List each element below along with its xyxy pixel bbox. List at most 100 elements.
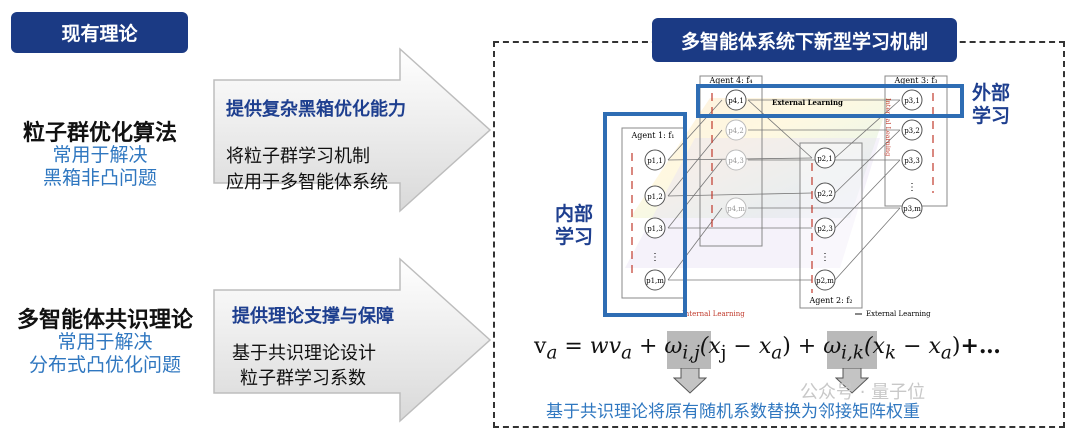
formula-sub-a1: a [546,342,558,364]
node-p31 [901,89,923,111]
formula-minus1: − x [726,334,772,359]
arrow2-line1: 基于共识理论设计 [232,343,376,364]
down-arrow-1 [673,368,707,394]
node-p12 [644,185,666,207]
pso-title: 粒子群优化算法 [22,121,177,146]
external-learning-bottom-label: External Learning [866,310,931,318]
formula-sub-k: k [884,342,897,364]
node-p2m-label: p2,m [816,277,834,285]
internal-red-arrows [631,93,934,293]
node-p11 [644,149,666,171]
consensus-sub-1: 常用于解决 [57,331,153,353]
node-p13-label: p1,3 [647,225,663,233]
agent2-dots: ⋮ [820,252,830,263]
arrow2-heading: 提供理论支撑与保障 [232,306,394,327]
node-p23 [814,217,836,239]
existing-theory-badge: 现有理论 [11,12,188,53]
external-learning-label: 外部 学习 [966,82,1016,128]
learning-diagram: Agent 4: f₄ Agent 3: f₃ Agent 1: f₁ Agen… [621,75,948,318]
node-p3m [901,197,923,219]
formula-sub-a2: a [621,342,632,364]
omega-ij-box [667,331,711,369]
node-p42 [725,119,747,141]
agent4-column [699,75,763,247]
formula-sub-ij: i,j [682,342,700,364]
node-p41 [725,89,747,111]
node-p22-label: p2,2 [817,190,833,198]
formula-paren1: (x [699,334,721,359]
consensus-sub-2: 分布式凸优化问题 [28,354,181,376]
node-p1m [644,269,666,291]
node-p21 [814,147,836,169]
pso-sub-2: 黑箱非凸问题 [42,167,157,189]
formula-sub-a3: a [771,342,783,364]
new-mechanism-badge: 多智能体系统下新型学习机制 [652,18,957,62]
formula-paren2: (x [863,334,885,359]
node-p31-label: p3,1 [904,97,920,105]
omega-ik-box [827,331,877,369]
formula-lhs: v [534,334,547,359]
node-p41-label: p4,1 [728,97,744,105]
node-p42-label: p4,2 [728,127,744,135]
node-p1m-label: p1,m [646,277,664,285]
agent3-label: Agent 3: f₃ [893,76,937,85]
external-learning-line2: 学习 [971,105,1010,127]
node-p33 [901,149,923,171]
arrow2-line2: 粒子群学习系数 [240,368,366,389]
agent1-dots: ⋮ [650,252,660,263]
agent2-label: Agent 2: f₂ [808,296,852,305]
formula-minus2: − x [896,334,941,359]
velocity-formula: va = wva + ωi,j(xj − xa) + ωi,k(xk − xa)… [534,333,1001,363]
formula-close2: ) [951,334,961,359]
node-p43-label: p4,3 [728,157,744,165]
node-p4m-label: p4,m [727,205,745,213]
internal-learning-line1: 内部 [554,203,593,225]
external-learning-line1: 外部 [971,82,1010,104]
node-p23-label: p2,3 [817,225,833,233]
agent4-label: Agent 4: f₄ [708,76,752,85]
internal-learning-highlight [603,112,687,317]
formula-tail: +… [960,333,1001,359]
arrow1-heading: 提供复杂黑箱优化能力 [226,99,406,120]
node-p12-label: p1,2 [647,193,663,201]
node-p32 [901,119,923,141]
external-learning-top-label: External Learning [772,98,843,107]
formula-sub-a4: a [940,342,952,364]
pso-sub-1: 常用于解决 [52,144,148,166]
consensus-title: 多智能体共识理论 [16,308,193,333]
formula-omega2: ω [823,334,842,359]
formula-close1: ) [782,334,791,359]
node-p4m [725,197,747,219]
arrow1-line2: 应用于多智能体系统 [226,172,388,193]
node-p11-label: p1,1 [647,157,663,165]
replacement-caption: 基于共识理论将原有随机系数替换为邻接矩阵权重 [546,402,920,422]
arrow-shape-top [213,47,492,213]
formula-plus2: + [790,334,824,359]
node-p22 [814,182,836,204]
node-p21-label: p2,1 [817,155,833,163]
internal-learning-vertical-label: Internal Learning [884,98,892,156]
formula-eq: = [557,334,590,359]
formula-sub-j: j [720,342,727,364]
internal-learning-bottom-label: Internal Learning [682,310,745,318]
formula-sub-ik: i,k [841,342,864,364]
node-p32-label: p3,2 [904,127,920,135]
formula-term1: wv [589,334,622,359]
node-p3m-label: p3,m [903,205,921,213]
agent1-label: Agent 1: f₁ [630,131,674,140]
internal-learning-line2: 学习 [554,226,593,248]
arrow-shape-bottom [213,257,492,423]
formula-plus1: + [632,334,665,359]
agent3-dots: ⋮ [907,182,917,193]
node-p33-label: p3,3 [904,157,920,165]
node-p13 [644,217,666,239]
internal-learning-label: 内部 学习 [549,203,599,249]
formula-omega1: ω [664,334,683,359]
node-p2m [814,269,836,291]
node-p43 [725,149,747,171]
external-learning-highlight [696,84,964,118]
connection-lines [667,99,901,281]
down-arrow-2 [835,368,869,394]
watermark: 公众号 · 量子位 [800,382,926,403]
arrow1-line1: 将粒子群学习机制 [226,146,370,167]
